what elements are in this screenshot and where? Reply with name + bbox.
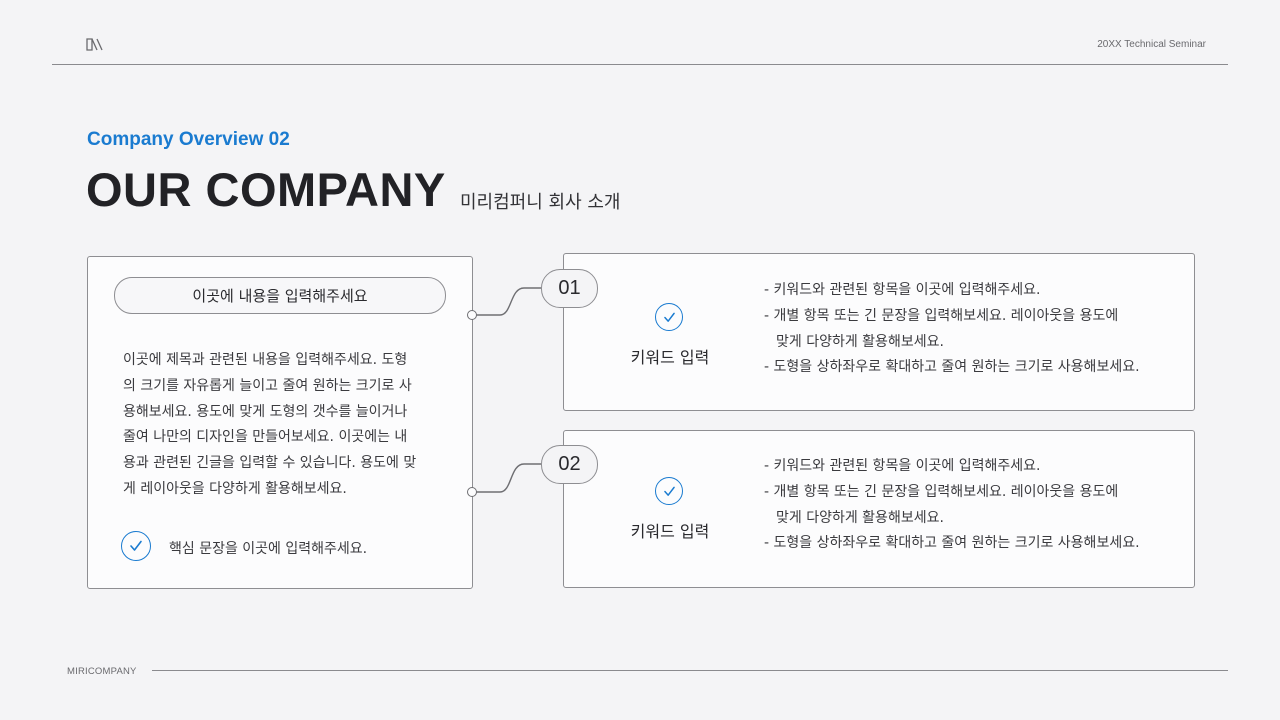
- overview-card: 이곳에 내용을 입력해주세요 이곳에 제목과 관련된 내용을 입력해주세요. 도…: [87, 256, 473, 589]
- overview-body-line: 게 레이아웃을 다양하게 활용해보세요.: [123, 480, 347, 497]
- page-subtitle: 미리컴퍼니 회사 소개: [460, 192, 621, 213]
- page-title: OUR COMPANY: [86, 163, 446, 216]
- bullet-line: - 키워드와 관련된 항목을 이곳에 입력해주세요.: [764, 458, 1041, 474]
- overview-body-line: 이곳에 제목과 관련된 내용을 입력해주세요. 도형: [123, 352, 408, 368]
- step-number-02: 02: [541, 445, 598, 484]
- overview-body-line: 의 크기를 자유롭게 늘이고 줄여 원하는 크기로 사: [123, 377, 412, 394]
- keyword-card-02: 키워드 입력 - 키워드와 관련된 항목을 이곳에 입력해주세요. - 개별 항…: [563, 430, 1195, 588]
- keyword-bullets: - 키워드와 관련된 항목을 이곳에 입력해주세요. - 개별 항목 또는 긴 …: [764, 278, 1184, 381]
- connector-dot: [467, 310, 477, 320]
- footer-brand: MIRICOMPANY: [67, 666, 137, 677]
- bullet-line: - 개별 항목 또는 긴 문장을 입력해보세요. 레이아웃을 용도에: [764, 307, 1119, 324]
- keyword-label: 키워드 입력: [630, 348, 710, 367]
- overview-body-line: 용과 관련된 긴글을 입력할 수 있습니다. 용도에 맞: [123, 455, 417, 472]
- header-seminar-label: 20XX Technical Seminar: [1097, 39, 1206, 50]
- miri-logo-icon: [86, 38, 103, 51]
- header-divider: [52, 64, 1228, 65]
- check-circle-icon: [655, 303, 683, 331]
- keyword-bullets: - 키워드와 관련된 항목을 이곳에 입력해주세요. - 개별 항목 또는 긴 …: [764, 454, 1184, 557]
- overview-body-line: 줄여 나만의 디자인을 만들어보세요. 이곳에는 내: [123, 429, 408, 446]
- bullet-line: - 키워드와 관련된 항목을 이곳에 입력해주세요.: [764, 282, 1041, 298]
- overview-body: 이곳에 제목과 관련된 내용을 입력해주세요. 도형 의 크기를 자유롭게 늘이…: [123, 348, 441, 503]
- bullet-line: - 개별 항목 또는 긴 문장을 입력해보세요. 레이아웃을 용도에: [764, 483, 1119, 500]
- overview-body-line: 용해보세요. 용도에 맞게 도형의 갯수를 늘이거나: [123, 403, 408, 420]
- bullet-line: - 도형을 상하좌우로 확대하고 줄여 원하는 크기로 사용해보세요.: [764, 535, 1140, 552]
- bullet-line: - 도형을 상하좌우로 확대하고 줄여 원하는 크기로 사용해보세요.: [764, 359, 1140, 376]
- bullet-line: 맞게 다양하게 활용해보세요.: [776, 333, 944, 350]
- key-sentence: 핵심 문장을 이곳에 입력해주세요.: [169, 541, 368, 557]
- connector-dot: [467, 487, 477, 497]
- overview-heading-pill: 이곳에 내용을 입력해주세요: [114, 277, 446, 314]
- section-kicker: Company Overview 02: [87, 129, 290, 150]
- bullet-line: 맞게 다양하게 활용해보세요.: [776, 509, 944, 526]
- check-circle-icon: [121, 531, 151, 561]
- keyword-card-01: 키워드 입력 - 키워드와 관련된 항목을 이곳에 입력해주세요. - 개별 항…: [563, 253, 1195, 411]
- keyword-label: 키워드 입력: [630, 522, 710, 541]
- footer-divider: [152, 670, 1228, 671]
- check-circle-icon: [655, 477, 683, 505]
- step-number-01: 01: [541, 269, 598, 308]
